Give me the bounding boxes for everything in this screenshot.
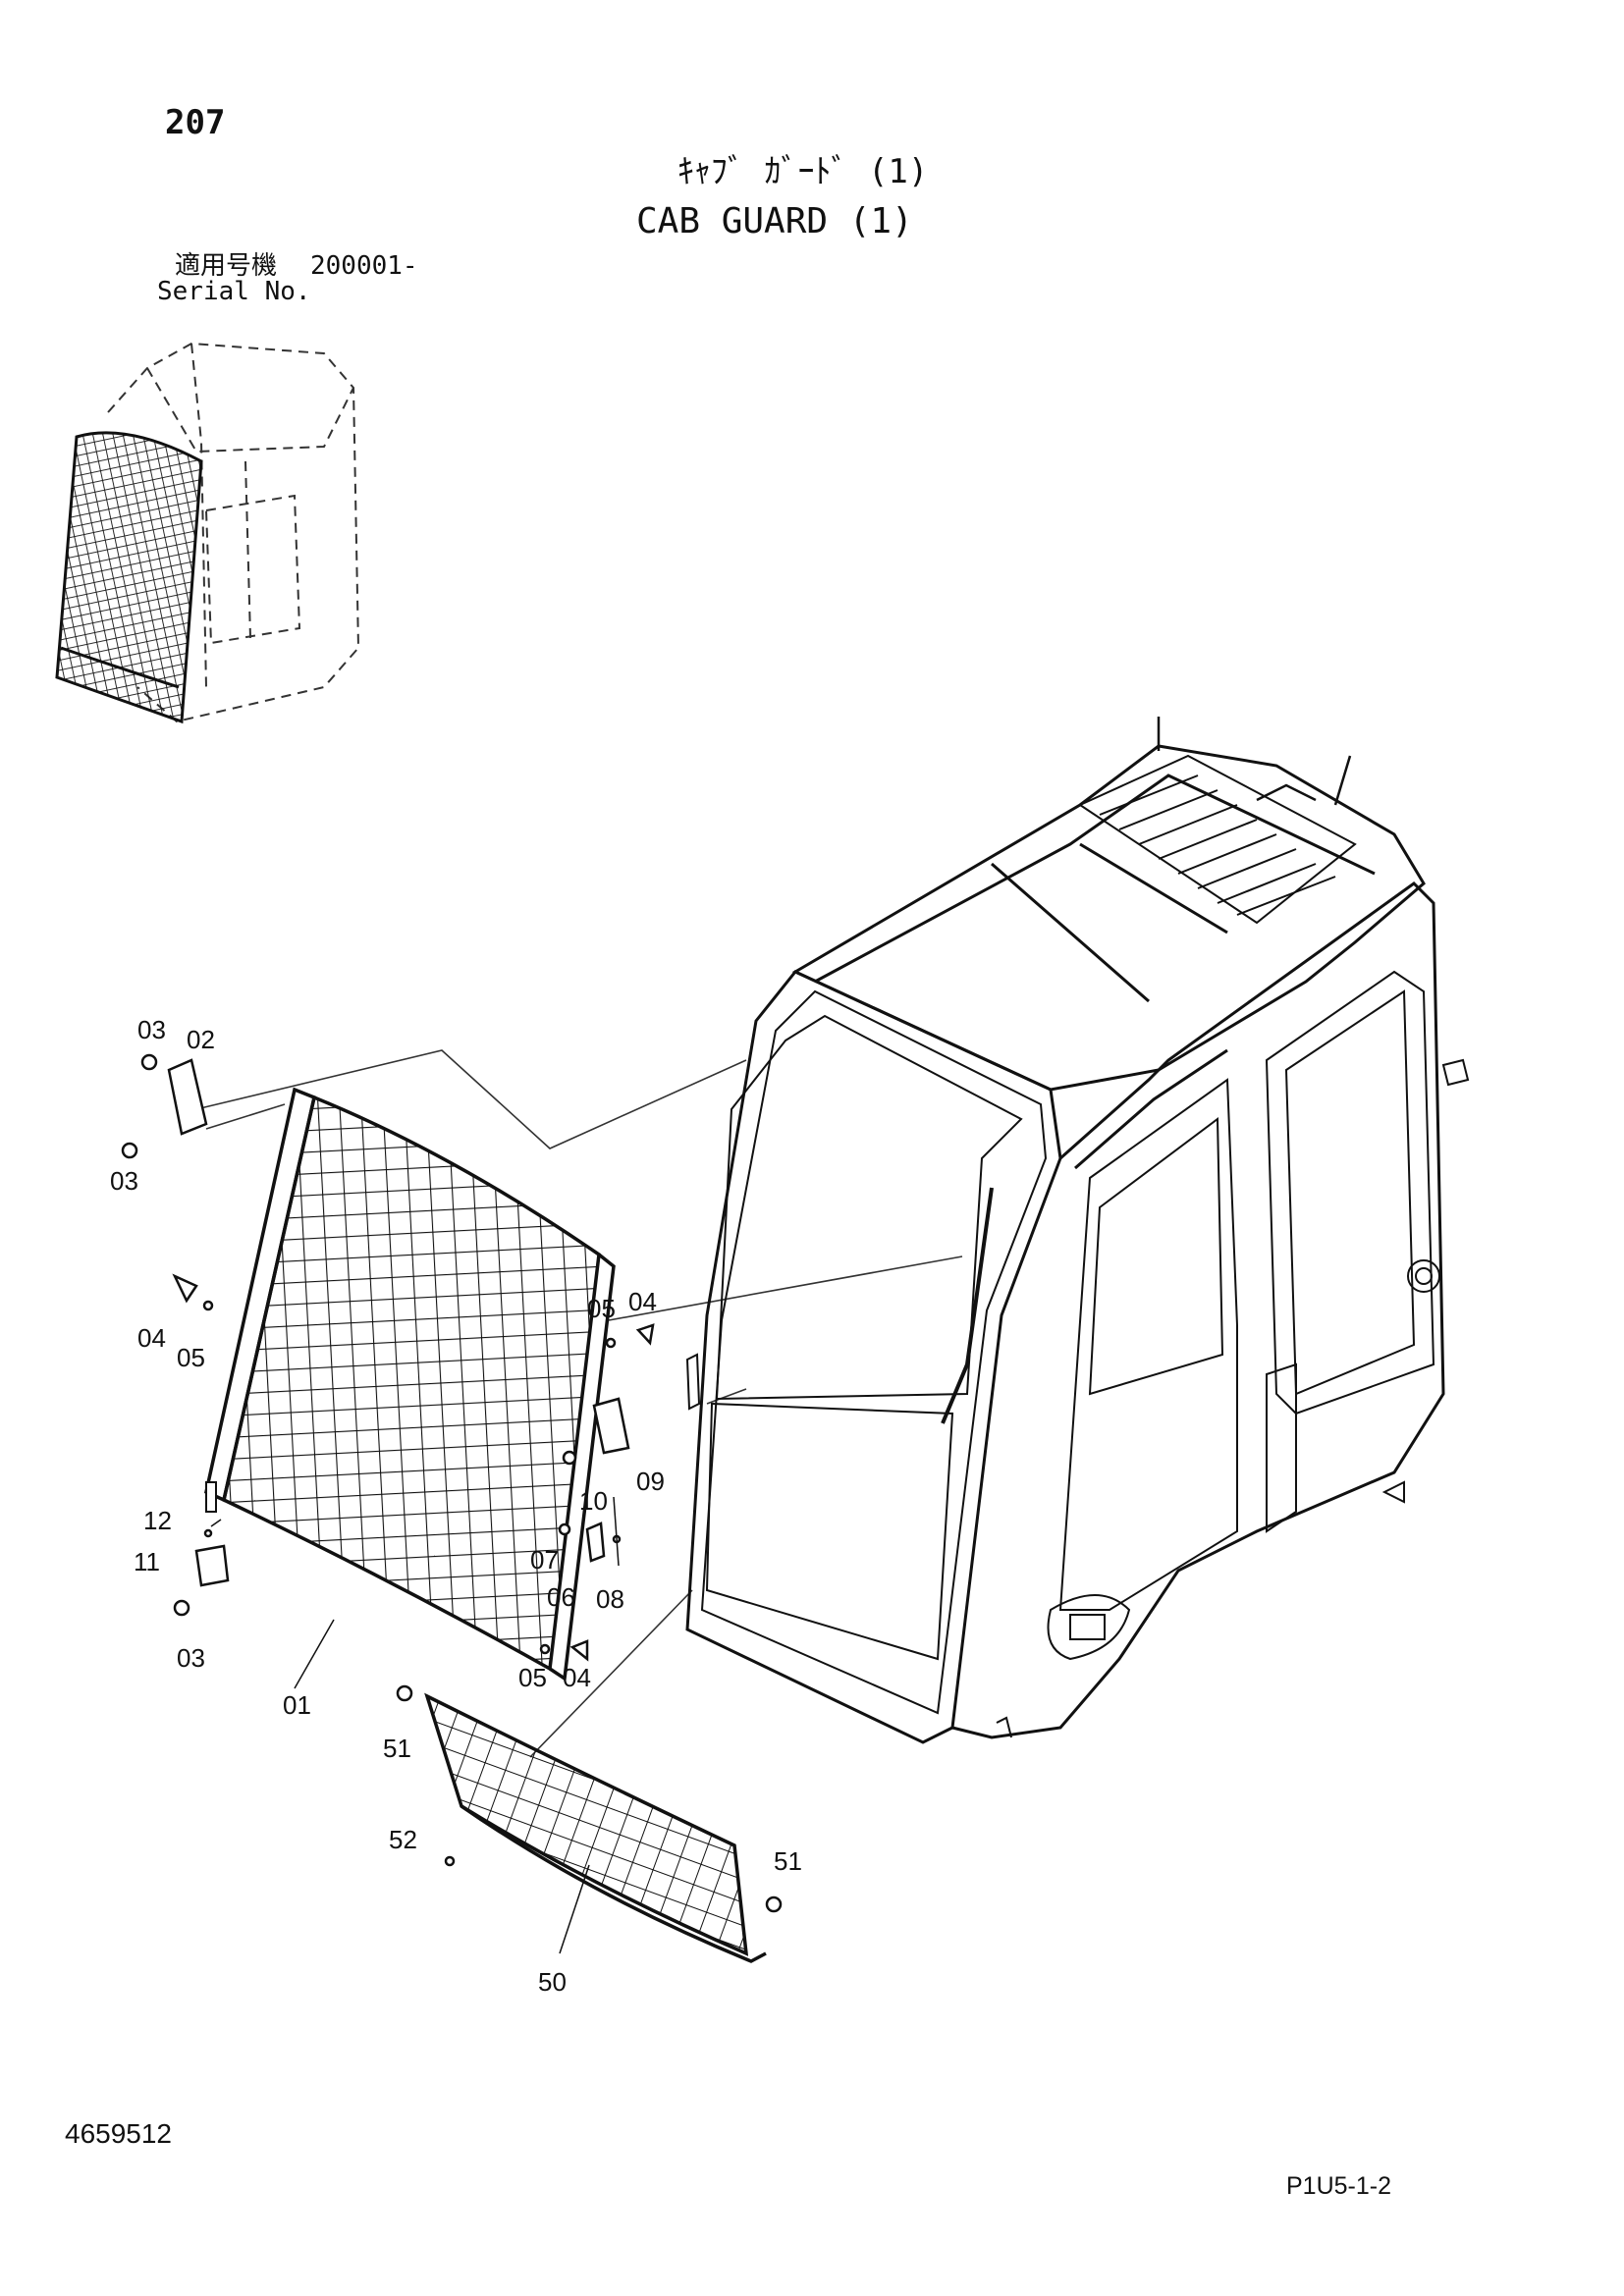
- callout-12: 12: [143, 1506, 172, 1535]
- nut-05-bottom: [539, 1643, 551, 1655]
- title-english: CAB GUARD (1): [636, 201, 913, 241]
- page-code: P1U5-1-2: [1286, 2172, 1391, 2200]
- serial-number-value: 200001-: [310, 251, 418, 281]
- document-number: 4659512: [65, 2118, 173, 2149]
- lower-guard-50: [424, 1692, 767, 1963]
- bolt-03-bottom: [173, 1599, 190, 1617]
- bolt-07: [558, 1522, 571, 1536]
- cab-assembly: [685, 717, 1470, 1744]
- hardware-parts: [121, 1053, 783, 1913]
- bolt-04-bottom: [569, 1639, 589, 1662]
- callout-10: 10: [579, 1486, 608, 1516]
- nut-52: [444, 1855, 456, 1867]
- bracket-02: [167, 1058, 208, 1136]
- cab-guard-01: [203, 1087, 616, 1682]
- serial-label-english: Serial No.: [157, 277, 311, 306]
- callout-05-bottom: 05: [518, 1663, 547, 1692]
- callout-03-bottom: 03: [177, 1643, 205, 1673]
- callout-05-right-top: 05: [587, 1294, 616, 1323]
- callout-01: 01: [283, 1690, 311, 1720]
- bolt-03-top: [140, 1053, 158, 1071]
- callout-08: 08: [596, 1584, 624, 1614]
- bracket-06: [585, 1522, 606, 1563]
- bolt-03-left: [121, 1142, 138, 1159]
- callout-04-right-top: 04: [628, 1287, 657, 1316]
- callout-03-left: 03: [110, 1166, 138, 1196]
- callout-06: 06: [547, 1582, 575, 1612]
- callout-04-left: 04: [137, 1323, 166, 1353]
- callout-05-left: 05: [177, 1343, 205, 1372]
- callout-04-bottom: 04: [563, 1663, 591, 1692]
- bolt-04-left: [172, 1273, 198, 1304]
- leader-lines: [195, 1049, 963, 1758]
- bolt-04-right: [635, 1323, 655, 1346]
- callout-09: 09: [636, 1467, 665, 1496]
- bolt-10: [562, 1450, 577, 1466]
- bolt-51-left: [396, 1684, 413, 1702]
- bracket-09: [592, 1397, 630, 1455]
- locator-thumbnail: [55, 342, 360, 724]
- nut-05-right: [605, 1337, 617, 1349]
- callout-leaders: [210, 1496, 620, 1954]
- nut-05-left: [202, 1300, 214, 1311]
- washer-12: [203, 1528, 213, 1538]
- callout-02: 02: [187, 1025, 215, 1054]
- callout-03-top: 03: [137, 1015, 166, 1044]
- callout-50: 50: [538, 1967, 567, 1997]
- serial-label-japanese: 適用号機: [175, 251, 278, 281]
- bolt-51-right: [765, 1896, 783, 1913]
- callout-numbers: 03 02 03 04 05 05 04 09 10 07 06 08 12 1…: [110, 1015, 802, 1997]
- callout-11: 11: [134, 1547, 160, 1576]
- callout-52: 52: [389, 1825, 417, 1854]
- bracket-11: [194, 1544, 230, 1587]
- callout-51-left: 51: [383, 1734, 411, 1763]
- page-number: 207: [165, 103, 226, 142]
- title-japanese: ｷｬﾌﾞ ｶﾞｰﾄﾞ (1): [677, 152, 929, 191]
- callout-51-right: 51: [774, 1846, 802, 1876]
- callout-07: 07: [530, 1545, 559, 1575]
